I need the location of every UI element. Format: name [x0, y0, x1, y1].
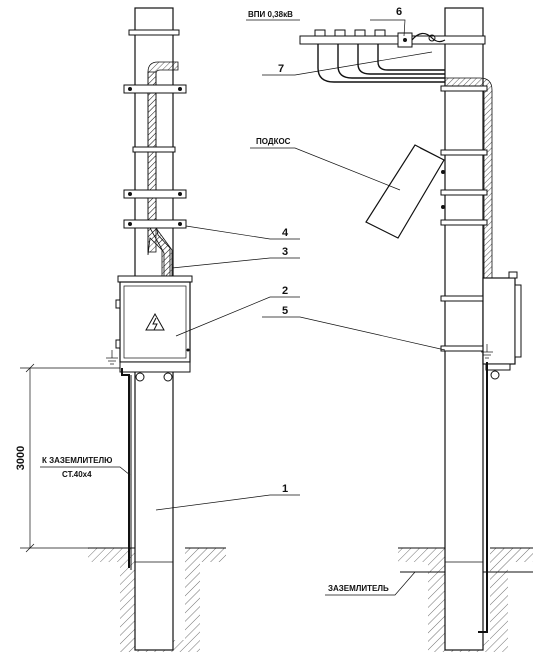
right-view: ВПИ 0,38кВ 6 7 ПОДКОС 5 ЗАЗЕМЛИТЕЛЬ	[246, 6, 533, 652]
leader-5	[262, 316, 446, 351]
clamps-left	[123, 84, 187, 229]
callout-1: 1	[282, 483, 288, 495]
ground-left	[88, 547, 226, 652]
leader-1	[155, 494, 300, 511]
cabinet-right	[482, 271, 522, 380]
grounding-label: ЗАЗЕМЛИТЕЛЬ	[328, 584, 389, 593]
leader-3	[171, 257, 300, 269]
warning-triangle-icon	[145, 312, 165, 331]
hook	[411, 32, 446, 43]
dimension-3000	[20, 363, 120, 553]
ground-lead-spec-label: СТ.40х4	[62, 470, 92, 479]
leader-2	[175, 296, 300, 337]
lightning-bolt-icon	[152, 317, 158, 331]
left-view: 3000 К ЗАЗЕМЛИТЕЛЮ СТ.40х4 1 2 3 4	[15, 7, 300, 652]
drop-wires	[317, 44, 445, 83]
insulator-4	[374, 29, 386, 37]
cable-type-label: ВПИ 0,38кВ	[248, 10, 293, 19]
leader-brace	[250, 147, 401, 191]
bands-right	[440, 85, 488, 352]
top-band-left	[128, 29, 180, 36]
callout-6: 6	[396, 6, 402, 18]
ground-conductor-left	[121, 368, 132, 570]
ground-lead-label: К ЗАЗЕМЛИТЕЛЮ	[42, 456, 112, 465]
insulator-3	[354, 29, 366, 37]
callout-4: 4	[282, 227, 289, 239]
callout-5: 5	[282, 305, 288, 317]
callout-3: 3	[282, 246, 288, 258]
crossarm	[299, 29, 486, 48]
brace-label: ПОДКОС	[256, 137, 291, 146]
ground-conductor-right	[478, 362, 488, 633]
leader-7	[262, 51, 433, 76]
leader-grounding	[325, 571, 416, 596]
leader-4	[185, 225, 300, 240]
pole-right	[444, 7, 484, 651]
cabinet-left	[115, 275, 193, 382]
leader-6	[370, 19, 406, 37]
dimension-text: 3000	[15, 446, 27, 470]
callout-2: 2	[282, 285, 288, 297]
insulator-2	[334, 29, 346, 37]
leader-ground-lead	[40, 466, 131, 476]
brace	[365, 144, 445, 239]
ground-symbol-left	[106, 350, 118, 365]
ground-symbol-right	[481, 344, 493, 359]
insulator-1	[314, 29, 326, 37]
callout-7: 7	[278, 63, 284, 75]
